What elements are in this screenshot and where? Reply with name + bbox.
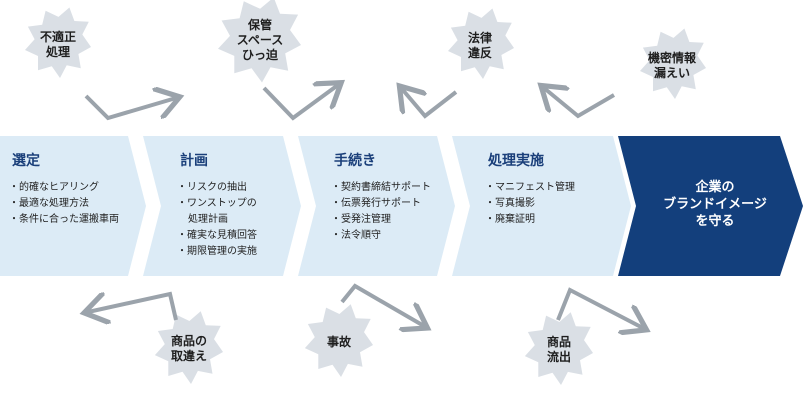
risk-label-line: 機密情報 xyxy=(647,51,696,65)
stage-procedure-item: ・契約書締結サポート xyxy=(331,182,431,193)
stage-select-item: ・的確なヒアリング xyxy=(9,182,99,193)
risk-label-line: 不適正 xyxy=(39,30,76,44)
risk-star-product-outflow xyxy=(524,312,593,385)
stage-procedure-list: ・契約書締結サポート ・伝票発行サポート ・受発注管理 ・法令順守 xyxy=(331,180,431,244)
stage-procedure-item: ・伝票発行サポート xyxy=(331,198,421,209)
risk-label-line: 商品 xyxy=(546,335,571,349)
risk-star-storage-shortage xyxy=(218,0,301,83)
stage-plan-item: ・ワンストップの xyxy=(177,198,257,209)
risk-star-improper-disposal xyxy=(25,7,91,78)
stage-execution-title: 処理実施 xyxy=(488,153,544,169)
risk-label-line: 商品の xyxy=(170,334,207,348)
risk-label-line: ひっ迫 xyxy=(241,48,278,62)
stage-plan-item: ・リスクの抽出 xyxy=(177,182,247,193)
stage-select-item: ・最適な処理方法 xyxy=(9,198,89,209)
risk-label-line: 保管 xyxy=(247,18,272,32)
risk-star-law-violation xyxy=(448,8,514,79)
risk-label-line: 流出 xyxy=(546,350,571,364)
stage-procedure-item: ・法令順守 xyxy=(331,230,381,241)
stage-plan-item: ・確実な見積回答 xyxy=(177,230,257,241)
stage-procedure-title: 手続き xyxy=(334,153,376,169)
risk-label-info-leak: 機密情報 漏えい xyxy=(627,51,717,81)
risk-star-info-leak xyxy=(640,28,706,99)
risk-label-product-outflow: 商品 流出 xyxy=(514,335,604,365)
risk-label-line: スペース xyxy=(236,33,284,47)
goal-chevron xyxy=(618,136,803,276)
goal-text: 企業の ブランドイメージ を守る xyxy=(640,179,790,230)
risk-label-line: 処理 xyxy=(45,45,70,59)
goal-line: を守る xyxy=(695,214,735,229)
risk-label-line: 法律 xyxy=(467,31,492,45)
stage-plan-item: 処理計画 xyxy=(188,214,228,225)
risk-star-product-mixup xyxy=(154,311,223,384)
arrow-product-outflow xyxy=(556,287,643,328)
stage-plan-title: 計画 xyxy=(180,153,208,169)
stage-select-chevron xyxy=(0,136,146,276)
stage-plan-list: ・リスクの抽出 ・ワンストップの 処理計画 ・確実な見積回答 ・期限管理の実施 xyxy=(177,180,257,260)
arrow-accident xyxy=(340,283,424,326)
stage-procedure-chevron xyxy=(298,136,455,276)
arrow-improper-disposal xyxy=(84,96,176,121)
risk-star-accident xyxy=(304,304,373,377)
risk-label-line: 取違え xyxy=(170,349,207,363)
stage-plan-item: ・期限管理の実施 xyxy=(177,246,257,257)
risk-label-line: 事故 xyxy=(326,335,351,349)
arrow-storage-shortage xyxy=(262,85,338,121)
risk-label-accident: 事故 xyxy=(294,335,384,350)
stage-execution-item: ・マニフェスト管理 xyxy=(485,182,575,193)
arrow-product-mixup xyxy=(88,291,178,320)
stage-select-title: 選定 xyxy=(12,153,40,169)
goal-line: ブランドイメージ xyxy=(663,197,767,212)
stage-execution-chevron xyxy=(452,136,631,276)
stage-select-item: ・条件に合った運搬車両 xyxy=(9,214,119,225)
goal-line: 企業の xyxy=(695,180,735,195)
stage-select-list: ・的確なヒアリング ・最適な処理方法 ・条件に合った運搬車両 xyxy=(9,180,119,228)
risk-label-law-violation: 法律 違反 xyxy=(435,31,525,61)
arrow-law-violation xyxy=(402,89,458,119)
risk-label-line: 違反 xyxy=(467,46,492,60)
stage-execution-item: ・廃棄証明 xyxy=(485,214,535,225)
stage-execution-list: ・マニフェスト管理 ・写真撮影 ・廃棄証明 xyxy=(485,180,575,228)
arrow-info-leak xyxy=(544,88,616,119)
stage-plan-chevron xyxy=(143,136,301,276)
stage-procedure-item: ・受発注管理 xyxy=(331,214,391,225)
risk-label-product-mixup: 商品の 取違え xyxy=(144,334,234,364)
risk-label-improper-disposal: 不適正 処理 xyxy=(13,30,103,60)
risk-label-line: 漏えい xyxy=(653,66,690,80)
stage-execution-item: ・写真撮影 xyxy=(485,198,535,209)
risk-label-storage-shortage: 保管 スペース ひっ迫 xyxy=(215,18,305,63)
